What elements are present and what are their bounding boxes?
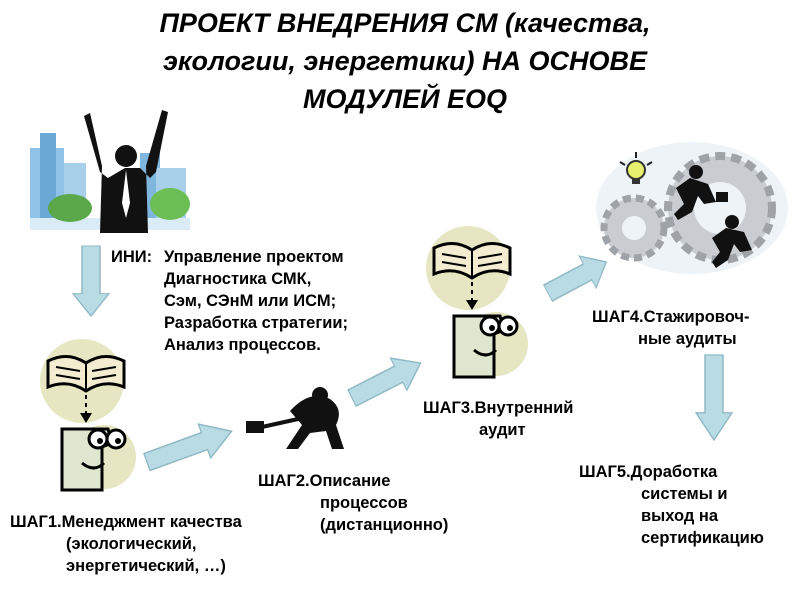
step2-text: ШАГ2.Описание процессов (дистанционно) <box>258 470 448 536</box>
step1-line: ШАГ1.Менеджмент качества <box>10 511 242 533</box>
book-idea-icon-step1 <box>38 335 138 495</box>
step2-line: процессов <box>258 492 448 514</box>
step3-line: аудит <box>423 419 573 441</box>
step4-text: ШАГ4.Стажировоч- ные аудиты <box>592 306 749 350</box>
arrow-down-1 <box>73 246 109 316</box>
worker-hammer-icon <box>240 385 360 455</box>
step5-line: системы и <box>579 483 764 505</box>
ini-label: ИНИ: <box>111 246 152 268</box>
arrow-step1-to-step2 <box>141 414 238 479</box>
book-idea-icon-step3 <box>424 222 534 382</box>
ini-item: Диагностика СМК, <box>164 268 348 290</box>
ini-list: Управление проектом Диагностика СМК, Сэм… <box>164 246 348 356</box>
arrow-down-2 <box>696 355 732 440</box>
step1-line: энергетический, …) <box>10 555 242 577</box>
ini-item: Управление проектом <box>164 246 348 268</box>
step4-line: ные аудиты <box>592 328 749 350</box>
ini-item: Анализ процессов. <box>164 334 348 356</box>
step1-line: (экологический, <box>10 533 242 555</box>
step3-text: ШАГ3.Внутренний аудит <box>423 397 573 441</box>
teamwork-gears-icon <box>580 128 790 278</box>
step5-line: выход на <box>579 505 764 527</box>
step3-line: ШАГ3.Внутренний <box>423 397 573 419</box>
step5-line: ШАГ5.Доработка <box>579 461 764 483</box>
step1-text: ШАГ1.Менеджмент качества (экологический,… <box>10 511 242 577</box>
step5-line: сертификацию <box>579 527 764 549</box>
step2-line: (дистанционно) <box>258 514 448 536</box>
step4-line: ШАГ4.Стажировоч- <box>592 306 749 328</box>
ini-item: Сэм, СЭнМ или ИСМ; <box>164 290 348 312</box>
step5-text: ШАГ5.Доработка системы и выход на сертиф… <box>579 461 764 549</box>
ini-item: Разработка стратегии; <box>164 312 348 334</box>
person-raised-arms-icon <box>30 108 195 238</box>
step2-line: ШАГ2.Описание <box>258 470 448 492</box>
